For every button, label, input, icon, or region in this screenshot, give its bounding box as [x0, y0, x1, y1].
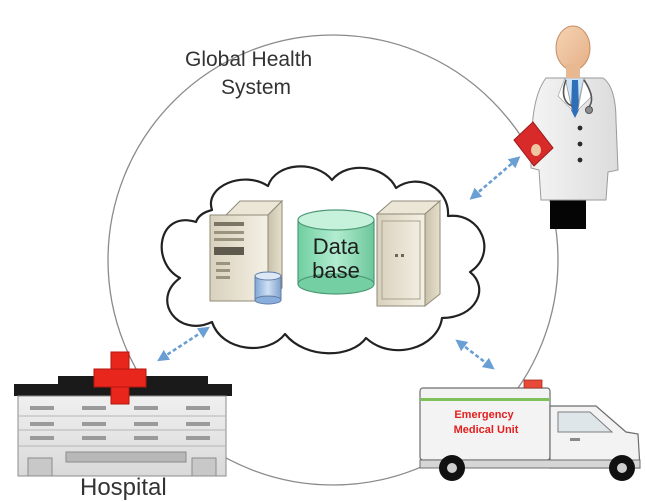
server-icon: [375, 199, 442, 308]
database-label-line1: Data: [313, 234, 360, 259]
global-system-circle: [107, 34, 559, 486]
arrow-hospital-cloud: [157, 326, 210, 362]
red-cross-icon: [93, 351, 147, 405]
small-database-icon: [254, 271, 282, 305]
ambulance-label-line2: Medical Unit: [454, 424, 519, 436]
database-label-line2: base: [312, 258, 360, 283]
diagram-title-line2: System: [221, 76, 292, 99]
diagram-title-line1: Global Health: [185, 48, 313, 71]
server-icon: [209, 199, 284, 303]
ambulance-icon: Emergency Medical Unit: [419, 379, 641, 481]
arrow-ambulance-cloud: [455, 339, 495, 370]
database-icon: Data base: [297, 209, 375, 295]
doctor-icon: [513, 25, 619, 229]
arrow-doctor-cloud: [469, 156, 521, 200]
hospital-label: Hospital: [80, 474, 167, 501]
ambulance-label-line1: Emergency: [454, 409, 514, 421]
